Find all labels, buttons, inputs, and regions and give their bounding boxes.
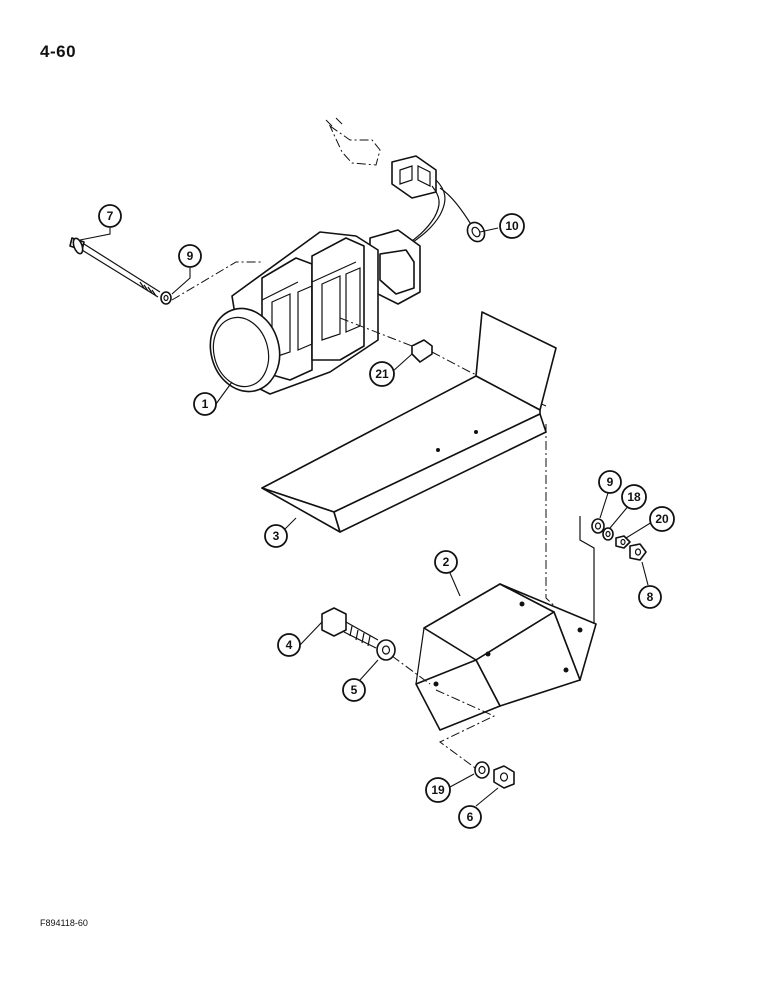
hex-bolt [321,607,379,649]
callout-label: 9 [187,249,194,263]
assembly-line [545,424,583,633]
callout-label: 6 [467,810,474,824]
callout-label: 20 [655,512,669,526]
side-plate-edge [579,516,595,632]
callout-7: 7 [98,204,122,228]
callout-1: 1 [193,392,217,416]
light-assembly [209,229,421,395]
callout-5: 5 [342,678,366,702]
ring-terminal [466,221,486,243]
callout-20: 20 [649,506,675,532]
callout-label: 7 [107,209,114,223]
page-number: 4-60 [40,42,77,61]
washer-stack [591,518,647,561]
assembly-line [391,655,431,685]
figure-code: F894118-60 [40,918,88,928]
washer [160,291,172,305]
callout-9-upper: 9 [178,244,202,268]
callout-label: 3 [273,529,280,543]
spacer-bushing [411,339,433,363]
assembly-line [171,261,262,301]
callout-10: 10 [499,213,525,239]
wire-connector [391,155,473,251]
assembly-line [435,689,496,771]
callout-2: 2 [434,550,458,574]
callout-label: 8 [647,590,654,604]
callout-6: 6 [458,805,482,829]
callout-8: 8 [638,585,662,609]
callout-label: 4 [286,638,293,652]
callout-9-lower: 9 [598,470,622,494]
callout-label: 10 [505,219,519,233]
callout-label: 9 [607,475,614,489]
callout-19: 19 [425,777,451,803]
flat-washer [376,639,396,661]
hex-nut [493,765,515,789]
callout-21: 21 [369,361,395,387]
callout-label: 2 [443,555,450,569]
callout-label: 18 [627,490,641,504]
upper-mounting-bracket [261,311,557,533]
long-bolt [69,237,161,298]
callout-label: 19 [431,783,445,797]
callout-label: 5 [351,683,358,697]
callout-3: 3 [264,524,288,548]
leader-lines [79,227,653,807]
lower-mounting-bracket [415,583,597,731]
lock-washer [474,761,490,779]
callout-label: 1 [202,397,209,411]
callout-label: 21 [375,367,389,381]
callout-18: 18 [621,484,647,510]
callout-4: 4 [277,633,301,657]
wire-connector-ghost [325,117,381,166]
